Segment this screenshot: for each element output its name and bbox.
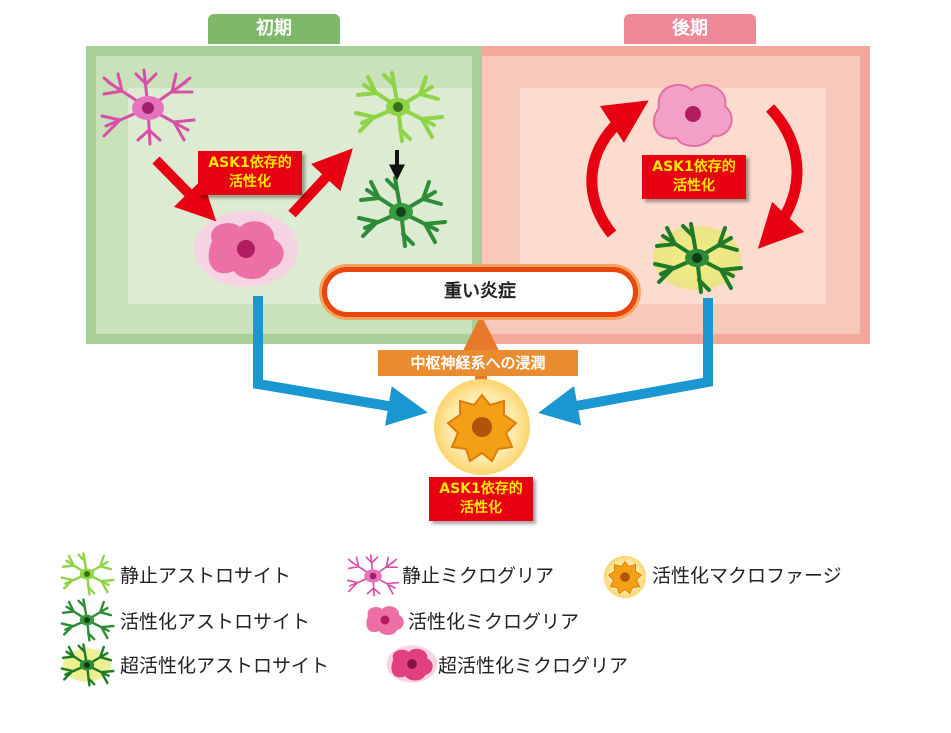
cycle-arrow-up <box>586 100 649 238</box>
arrow-activated-to-astrocyte <box>288 148 353 218</box>
late-phase-tab: 後期 <box>624 14 756 44</box>
ask1-label-early: ASK1依存的 活性化 <box>198 151 302 195</box>
legend-item-hyperactivated-astrocyte: 超活性化アストロサイト <box>114 646 329 682</box>
legend-activated-macrophage-icon <box>603 555 647 599</box>
resting-astrocyte-cell <box>354 71 444 143</box>
ask1-label-macrophage: ASK1依存的 活性化 <box>429 477 533 521</box>
legend-item-resting-astrocyte: 静止アストロサイト <box>114 556 291 592</box>
legend-text: 超活性化アストロサイト <box>120 654 330 677</box>
arrow-microglia-to-macrophage <box>253 296 428 426</box>
legend-resting-microglia-icon <box>346 554 400 597</box>
hyperactivated-astrocyte-cell <box>653 222 743 294</box>
ask1-label-late: ASK1依存的 活性化 <box>642 155 746 199</box>
legend-text: 静止アストロサイト <box>120 564 292 587</box>
activated-macrophage-cell <box>434 379 530 475</box>
severe-inflammation-label: 重い炎症 <box>322 267 638 317</box>
arrow-astrocyte-to-macrophage <box>538 298 713 426</box>
legend-activated-microglia-icon <box>366 606 404 635</box>
legend-text: 活性化アストロサイト <box>120 610 311 633</box>
legend-text: 超活性化ミクログリア <box>438 654 629 677</box>
legend-hyperactivated-astrocyte-icon <box>60 643 115 687</box>
activated-microglia-cell <box>194 211 298 287</box>
legend-activated-astrocyte-icon <box>60 598 115 642</box>
cns-infiltration-label: 中枢神経系への浸潤 <box>378 350 578 376</box>
legend-text: 活性化マクロファージ <box>652 564 842 587</box>
hyperactivated-microglia-cell <box>652 83 733 147</box>
legend-resting-astrocyte-icon <box>60 552 115 596</box>
activated-astrocyte-cell <box>357 176 447 248</box>
legend-item-hyperactivated-microglia: 超活性化ミクログリア <box>432 646 628 682</box>
legend-text: 静止ミクログリア <box>402 564 555 587</box>
legend-item-activated-astrocyte: 活性化アストロサイト <box>114 602 310 638</box>
arrow-microglia-to-activated <box>152 156 217 222</box>
legend-text: 活性化ミクログリア <box>408 610 580 633</box>
legend-item-activated-microglia: 活性化ミクログリア <box>402 602 579 638</box>
legend-item-resting-microglia: 静止ミクログリア <box>396 556 554 592</box>
legend-hyperactivated-microglia-icon <box>386 645 438 683</box>
resting-microglia-cell <box>100 68 196 146</box>
legend-item-activated-macrophage: 活性化マクロファージ <box>646 556 842 592</box>
cycle-arrow-down <box>757 104 805 249</box>
early-phase-tab: 初期 <box>208 14 340 44</box>
